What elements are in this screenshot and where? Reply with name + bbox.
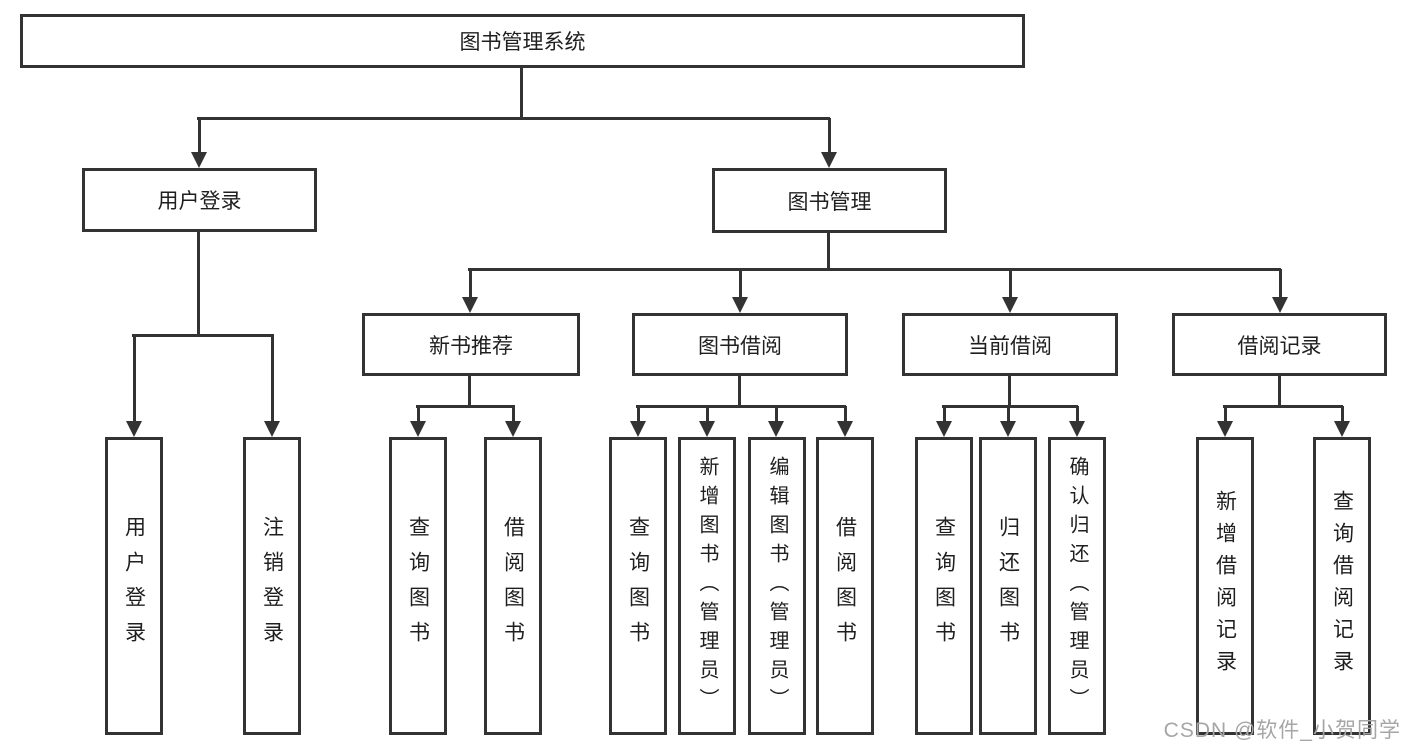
leaf-borrow-books-recommend: 借阅图书 [484,437,542,735]
node-user-login: 用户登录 [82,168,317,232]
connector-current-borrow-stem [1008,376,1011,408]
leaf-logout-login: 注销登录 [243,437,301,735]
arrow-down-icon [1272,269,1288,313]
node-library-management-system: 图书管理系统 [20,14,1025,68]
arrow-down-icon [1002,269,1018,313]
connector-current-borrow-split [942,405,1078,408]
arrow-down-icon [1334,406,1350,437]
leaf-confirm-return-admin: 确认归还（管理员） [1048,437,1106,735]
connector-book-mgmt-stem [827,233,830,270]
arrow-down-icon [821,118,837,168]
leaf-query-books-borrowing: 查询图书 [609,437,667,735]
leaf-query-books-recommend: 查询图书 [389,437,447,735]
arrow-down-icon [768,406,784,437]
leaf-query-books-current: 查询图书 [915,437,973,735]
connector-book-borrow-stem [738,376,741,408]
watermark: CSDN @软件_小贺同学 [1163,719,1401,742]
arrow-down-icon [699,406,715,437]
connector-book-mgmt-split [468,268,1281,271]
connector-borrow-record-split [1223,405,1343,408]
arrow-down-icon [630,406,646,437]
arrow-down-icon [1217,406,1233,437]
node-book-borrowing: 图书借阅 [632,313,848,376]
arrow-down-icon [1000,406,1016,437]
node-new-book-recommendation: 新书推荐 [362,313,580,376]
arrow-down-icon [264,335,280,437]
arrow-down-icon [462,269,478,313]
arrow-down-icon [126,335,142,437]
leaf-query-borrow-record: 查询借阅记录 [1313,437,1371,735]
node-book-management: 图书管理 [712,168,947,233]
arrow-down-icon [732,269,748,313]
arrow-down-icon [410,406,426,437]
connector-book-borrow-split [636,405,846,408]
leaf-add-borrow-record: 新增借阅记录 [1196,437,1254,735]
leaf-borrow-books-borrowing: 借阅图书 [816,437,874,735]
arrow-down-icon [1069,406,1085,437]
connector-new-book-stem [468,376,471,408]
leaf-user-login: 用户登录 [105,437,163,735]
node-borrowing-records: 借阅记录 [1172,313,1387,376]
node-current-borrowing: 当前借阅 [902,313,1118,376]
connector-root-stem [520,68,523,118]
arrow-down-icon [191,118,207,168]
leaf-edit-books-admin: 编辑图书（管理员） [748,437,806,735]
connector-user-login-split [132,334,274,337]
leaf-return-books: 归还图书 [979,437,1037,735]
arrow-down-icon [936,406,952,437]
connector-user-login-stem [197,232,200,336]
arrow-down-icon [837,406,853,437]
connector-root-split [197,117,830,120]
leaf-add-books-admin: 新增图书（管理员） [678,437,736,735]
arrow-down-icon [505,406,521,437]
connector-borrow-record-stem [1278,376,1281,408]
connector-new-book-split [416,405,515,408]
